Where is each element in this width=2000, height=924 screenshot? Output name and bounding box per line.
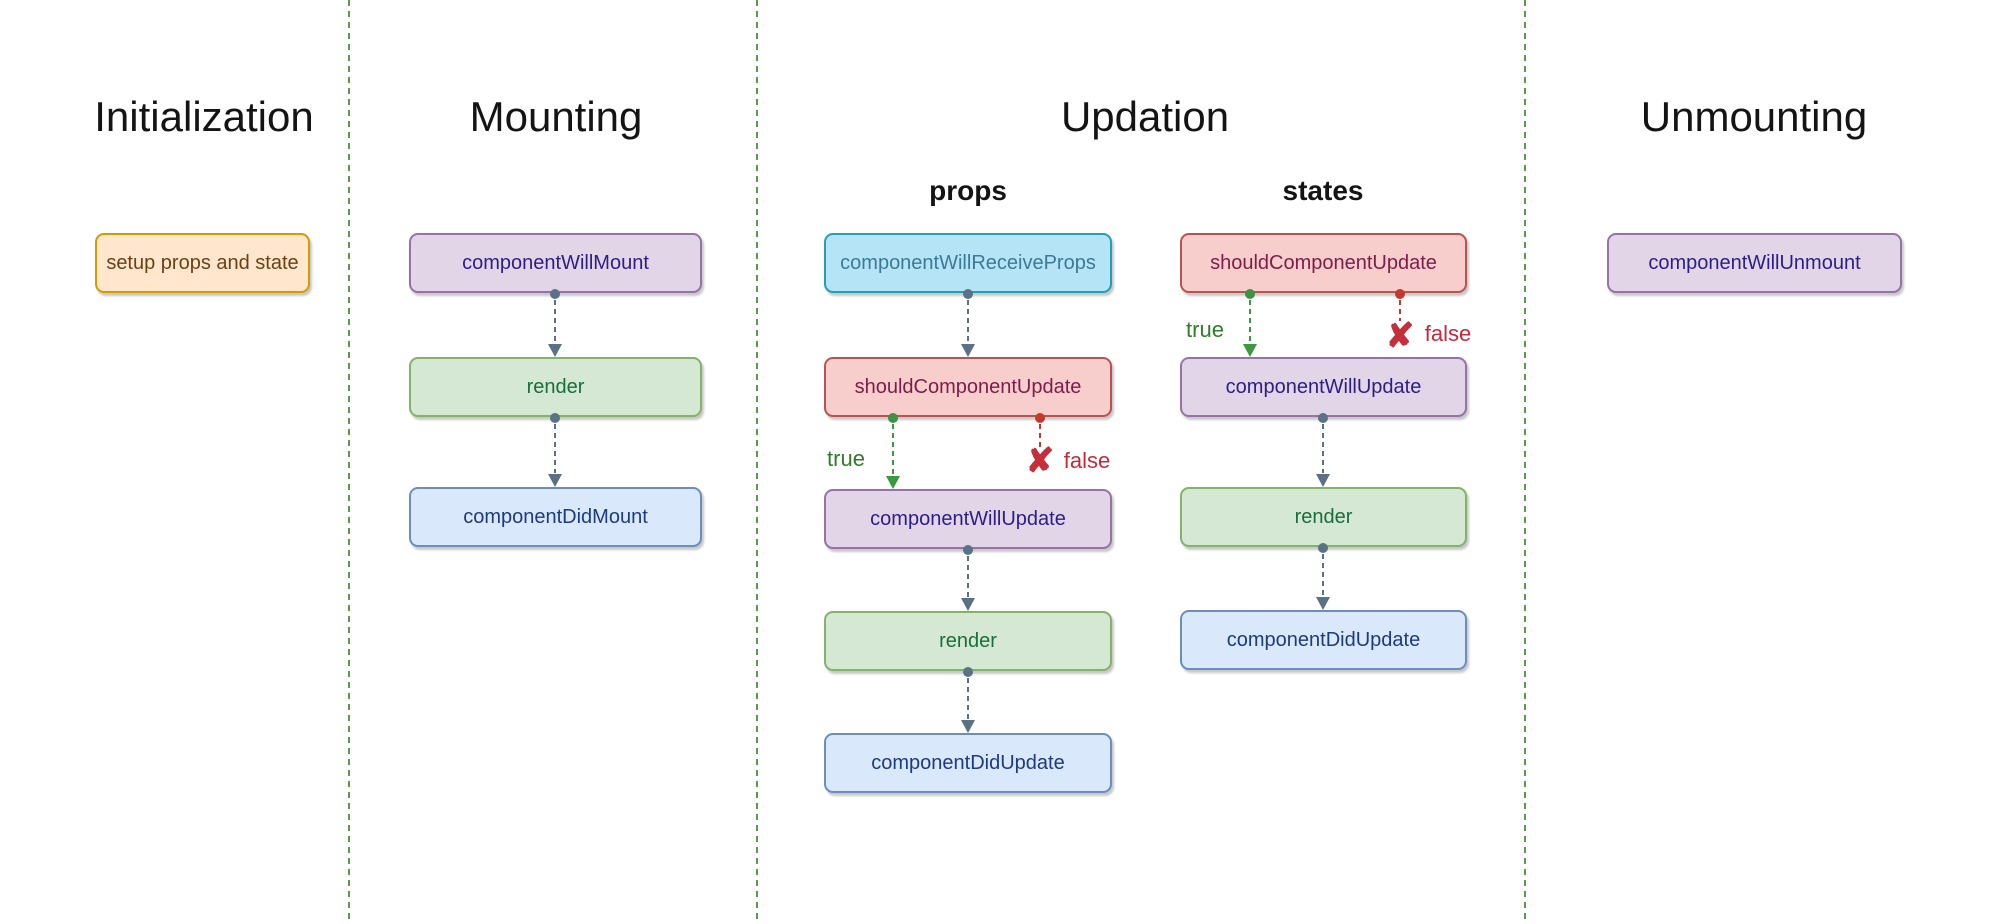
- arrowhead-icon: [961, 598, 975, 611]
- connector-dashed-line: [967, 300, 969, 343]
- node-render-props: render: [824, 611, 1112, 671]
- arrowhead-icon: [961, 720, 975, 733]
- phase-title-updation: Updation: [1060, 93, 1230, 140]
- false-label: false: [1424, 321, 1472, 346]
- arrowhead-icon: [548, 344, 562, 357]
- node-label: componentWillMount: [462, 251, 649, 274]
- node-label: componentWillReceiveProps: [840, 251, 1096, 274]
- node-shouldComponentUpdate-props: shouldComponentUpdate: [824, 357, 1112, 417]
- node-componentWillMount: componentWillMount: [409, 233, 702, 293]
- connector-dashed-line: [554, 300, 556, 343]
- node-componentWillUpdate-states: componentWillUpdate: [1180, 357, 1467, 417]
- true-label: true: [827, 446, 865, 471]
- node-label: render: [526, 375, 585, 398]
- node-label: componentDidMount: [463, 505, 648, 528]
- connector-dot: [550, 413, 560, 423]
- sublabel-props: props: [929, 175, 1007, 206]
- node-label: componentWillUnmount: [1648, 251, 1861, 274]
- node-label: componentDidUpdate: [1226, 628, 1421, 651]
- connector-dashed-line: [967, 678, 969, 719]
- connector-dashed-line: [1249, 300, 1251, 343]
- true-label: true: [1186, 317, 1224, 342]
- connector-dot: [550, 289, 560, 299]
- phase-title-mounting: Mounting: [469, 93, 643, 140]
- node-label: shouldComponentUpdate: [854, 375, 1082, 398]
- connector-dot: [963, 545, 973, 555]
- connector-dot: [1395, 289, 1405, 299]
- arrowhead-icon: [1316, 474, 1330, 487]
- node-componentWillReceiveProps: componentWillReceiveProps: [824, 233, 1112, 293]
- node-label: componentWillUpdate: [1225, 375, 1422, 398]
- node-componentWillUnmount: componentWillUnmount: [1607, 233, 1902, 293]
- node-componentWillUpdate-props: componentWillUpdate: [824, 489, 1112, 549]
- arrowhead-icon: [961, 344, 975, 357]
- node-componentDidUpdate-props: componentDidUpdate: [824, 733, 1112, 793]
- connector-dot: [963, 289, 973, 299]
- connector-dashed-line: [1399, 300, 1401, 321]
- phase-title-unmounting: Unmounting: [1640, 93, 1868, 140]
- x-mark-icon: ✘: [1385, 317, 1415, 355]
- connector-dot: [888, 413, 898, 423]
- connector-dashed-line: [1322, 554, 1324, 596]
- connector-dashed-line: [1039, 424, 1041, 447]
- node-shouldComponentUpdate-states: shouldComponentUpdate: [1180, 233, 1467, 293]
- arrowhead-icon: [1243, 344, 1257, 357]
- connector-dashed-line: [892, 424, 894, 475]
- connector-dashed-line: [1322, 424, 1324, 473]
- node-label: shouldComponentUpdate: [1210, 251, 1437, 274]
- connector-dashed-line: [554, 424, 556, 473]
- arrowhead-icon: [886, 476, 900, 489]
- arrowhead-icon: [1316, 597, 1330, 610]
- phase-title-initialization: Initialization: [94, 93, 314, 140]
- node-label: componentDidUpdate: [871, 751, 1065, 774]
- node-render-states: render: [1180, 487, 1467, 547]
- column-separator: [348, 0, 350, 924]
- node-setup-props-and-state: setup props and state: [95, 233, 310, 293]
- node-label: render: [939, 629, 997, 652]
- false-label: false: [1063, 448, 1111, 473]
- arrowhead-icon: [548, 474, 562, 487]
- node-render-mounting: render: [409, 357, 702, 417]
- connector-dashed-line: [967, 556, 969, 597]
- node-label: setup props and state: [106, 251, 299, 274]
- node-componentDidUpdate-states: componentDidUpdate: [1180, 610, 1467, 670]
- sublabel-states: states: [1282, 175, 1364, 206]
- column-separator: [756, 0, 758, 924]
- connector-dot: [1318, 413, 1328, 423]
- x-mark-icon: ✘: [1025, 442, 1055, 480]
- connector-dot: [1035, 413, 1045, 423]
- connector-dot: [1245, 289, 1255, 299]
- node-label: render: [1294, 505, 1353, 528]
- node-componentDidMount: componentDidMount: [409, 487, 702, 547]
- connector-dot: [1318, 543, 1328, 553]
- column-separator: [1524, 0, 1526, 924]
- connector-dot: [963, 667, 973, 677]
- node-label: componentWillUpdate: [870, 507, 1066, 530]
